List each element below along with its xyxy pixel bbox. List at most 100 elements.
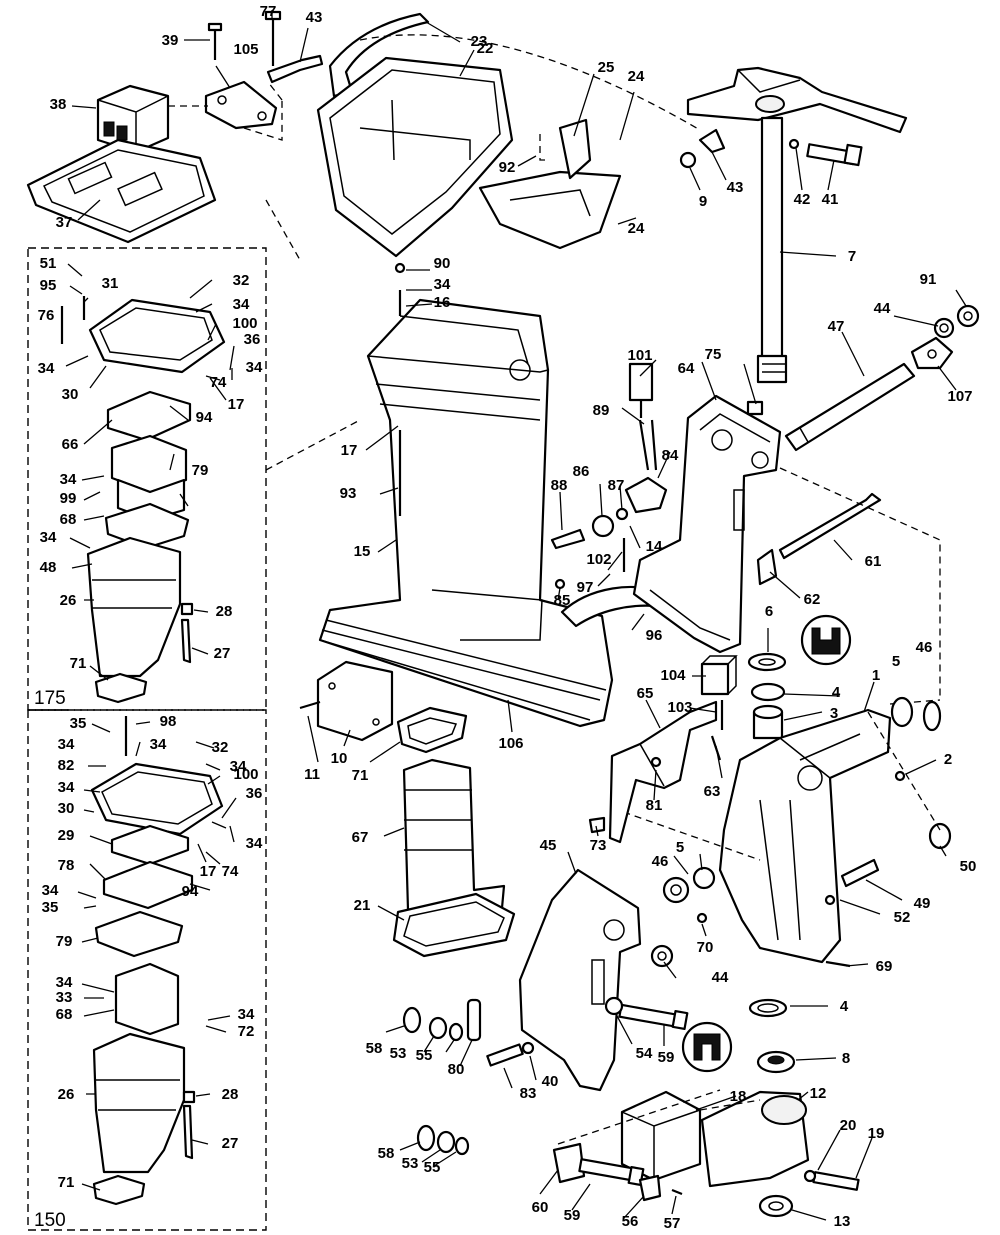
callout-30: 30 (58, 800, 75, 817)
part-65-lever (608, 700, 718, 844)
callout-23: 23 (471, 33, 488, 50)
callout-52: 52 (894, 909, 911, 926)
part-28-fitting-150 (182, 1090, 196, 1104)
callout-68: 68 (60, 511, 77, 528)
callout-19: 19 (868, 1125, 885, 1142)
part-107-plate (910, 336, 954, 370)
callout-50: 50 (960, 858, 977, 875)
part-42-washer (788, 138, 800, 150)
callout-102: 102 (586, 551, 611, 568)
part-66-plate (106, 390, 192, 442)
callout-1: 1 (872, 667, 880, 684)
part-57-screw (671, 1188, 683, 1196)
callout-17: 17 (341, 442, 358, 459)
callout-46: 46 (916, 639, 933, 656)
callout-26: 26 (58, 1086, 75, 1103)
callout-73: 73 (590, 837, 607, 854)
callout-85: 85 (554, 592, 571, 609)
part-44-nut (933, 317, 955, 339)
part-78-plate (102, 860, 194, 910)
callout-74: 74 (222, 863, 239, 880)
dash-right (779, 467, 941, 705)
callout-41: 41 (822, 191, 839, 208)
part-89-hose (638, 419, 658, 471)
part-23-handle (328, 12, 430, 98)
part-58-bushing (402, 1006, 422, 1034)
callout-33: 33 (56, 989, 73, 1006)
callout-34: 34 (246, 835, 263, 852)
callout-57: 57 (664, 1215, 681, 1232)
callout-13: 13 (834, 1213, 851, 1230)
part-71-seal-175 (94, 672, 148, 704)
callout-51: 51 (40, 255, 57, 272)
callout-34: 34 (246, 359, 263, 376)
part-21-seal (392, 892, 516, 958)
part-104-block (700, 655, 738, 696)
part-60-plate (552, 1142, 586, 1184)
part-52-clip (824, 894, 836, 906)
callout-37: 37 (56, 214, 73, 231)
callout-49: 49 (914, 895, 931, 912)
callout-25: 25 (598, 59, 615, 76)
callout-47: 47 (828, 318, 845, 335)
callout-62: 62 (804, 591, 821, 608)
part-27-hose-175 (180, 618, 192, 664)
part-90-nut (394, 262, 406, 274)
callout-12: 12 (810, 1085, 827, 1102)
callout-78: 78 (58, 857, 75, 874)
part-37-gasket (26, 138, 217, 244)
part-105-bracket (204, 80, 278, 130)
callout-71: 71 (58, 1174, 75, 1191)
part-5-bushing-left (692, 866, 716, 890)
callout-83: 83 (520, 1085, 537, 1102)
callout-58: 58 (366, 1040, 383, 1057)
callout-53: 53 (402, 1155, 419, 1172)
callout-32: 32 (212, 739, 229, 756)
callout-26: 26 (60, 592, 77, 609)
callout-11: 11 (304, 766, 320, 783)
callout-40: 40 (542, 1073, 559, 1090)
callout-65: 65 (637, 685, 654, 702)
callout-34: 34 (56, 974, 73, 991)
part-8-bearing (756, 1050, 796, 1074)
callout-89: 89 (593, 402, 610, 419)
callout-44: 44 (874, 300, 891, 317)
part-40-washer (521, 1041, 535, 1055)
part-39-bolt (207, 22, 223, 60)
callout-55: 55 (424, 1159, 441, 1176)
callout-18: 18 (730, 1088, 747, 1105)
callout-2: 2 (944, 751, 952, 768)
part-55-washer (448, 1022, 464, 1042)
callout-17: 17 (200, 863, 217, 880)
callout-79: 79 (192, 462, 209, 479)
callout-82: 82 (58, 757, 75, 774)
part-3-bushing (752, 704, 784, 740)
leader-lines (65, 10, 967, 1221)
callout-labels: 39 77 43 23 22 25 24 105 38 37 92 24 9 4… (38, 3, 977, 1232)
callout-101: 101 (627, 347, 652, 364)
part-46-washer-right (922, 700, 942, 732)
part-69-screw (825, 960, 851, 968)
part-50-bushing (928, 822, 952, 850)
callout-72: 72 (238, 1023, 255, 1040)
callout-17: 17 (228, 396, 245, 413)
callout-8: 8 (842, 1050, 850, 1067)
part-88-pin (550, 528, 586, 550)
part-86-clamp (591, 514, 615, 538)
part-9-nut (679, 151, 697, 169)
callout-44: 44 (712, 969, 729, 986)
callout-88: 88 (551, 477, 568, 494)
callout-84: 84 (662, 447, 679, 464)
callout-34: 34 (58, 779, 75, 796)
callout-104: 104 (660, 667, 686, 684)
box-150 (27, 709, 267, 1231)
part-43-bracket (698, 128, 726, 154)
callout-36: 36 (246, 785, 263, 802)
callout-67: 67 (352, 829, 369, 846)
part-19-bolt (812, 1171, 860, 1191)
part-26-housing-175 (86, 536, 182, 678)
leader-dash-top-left (168, 81, 283, 141)
callout-69: 69 (876, 958, 893, 975)
callout-35: 35 (70, 715, 87, 732)
